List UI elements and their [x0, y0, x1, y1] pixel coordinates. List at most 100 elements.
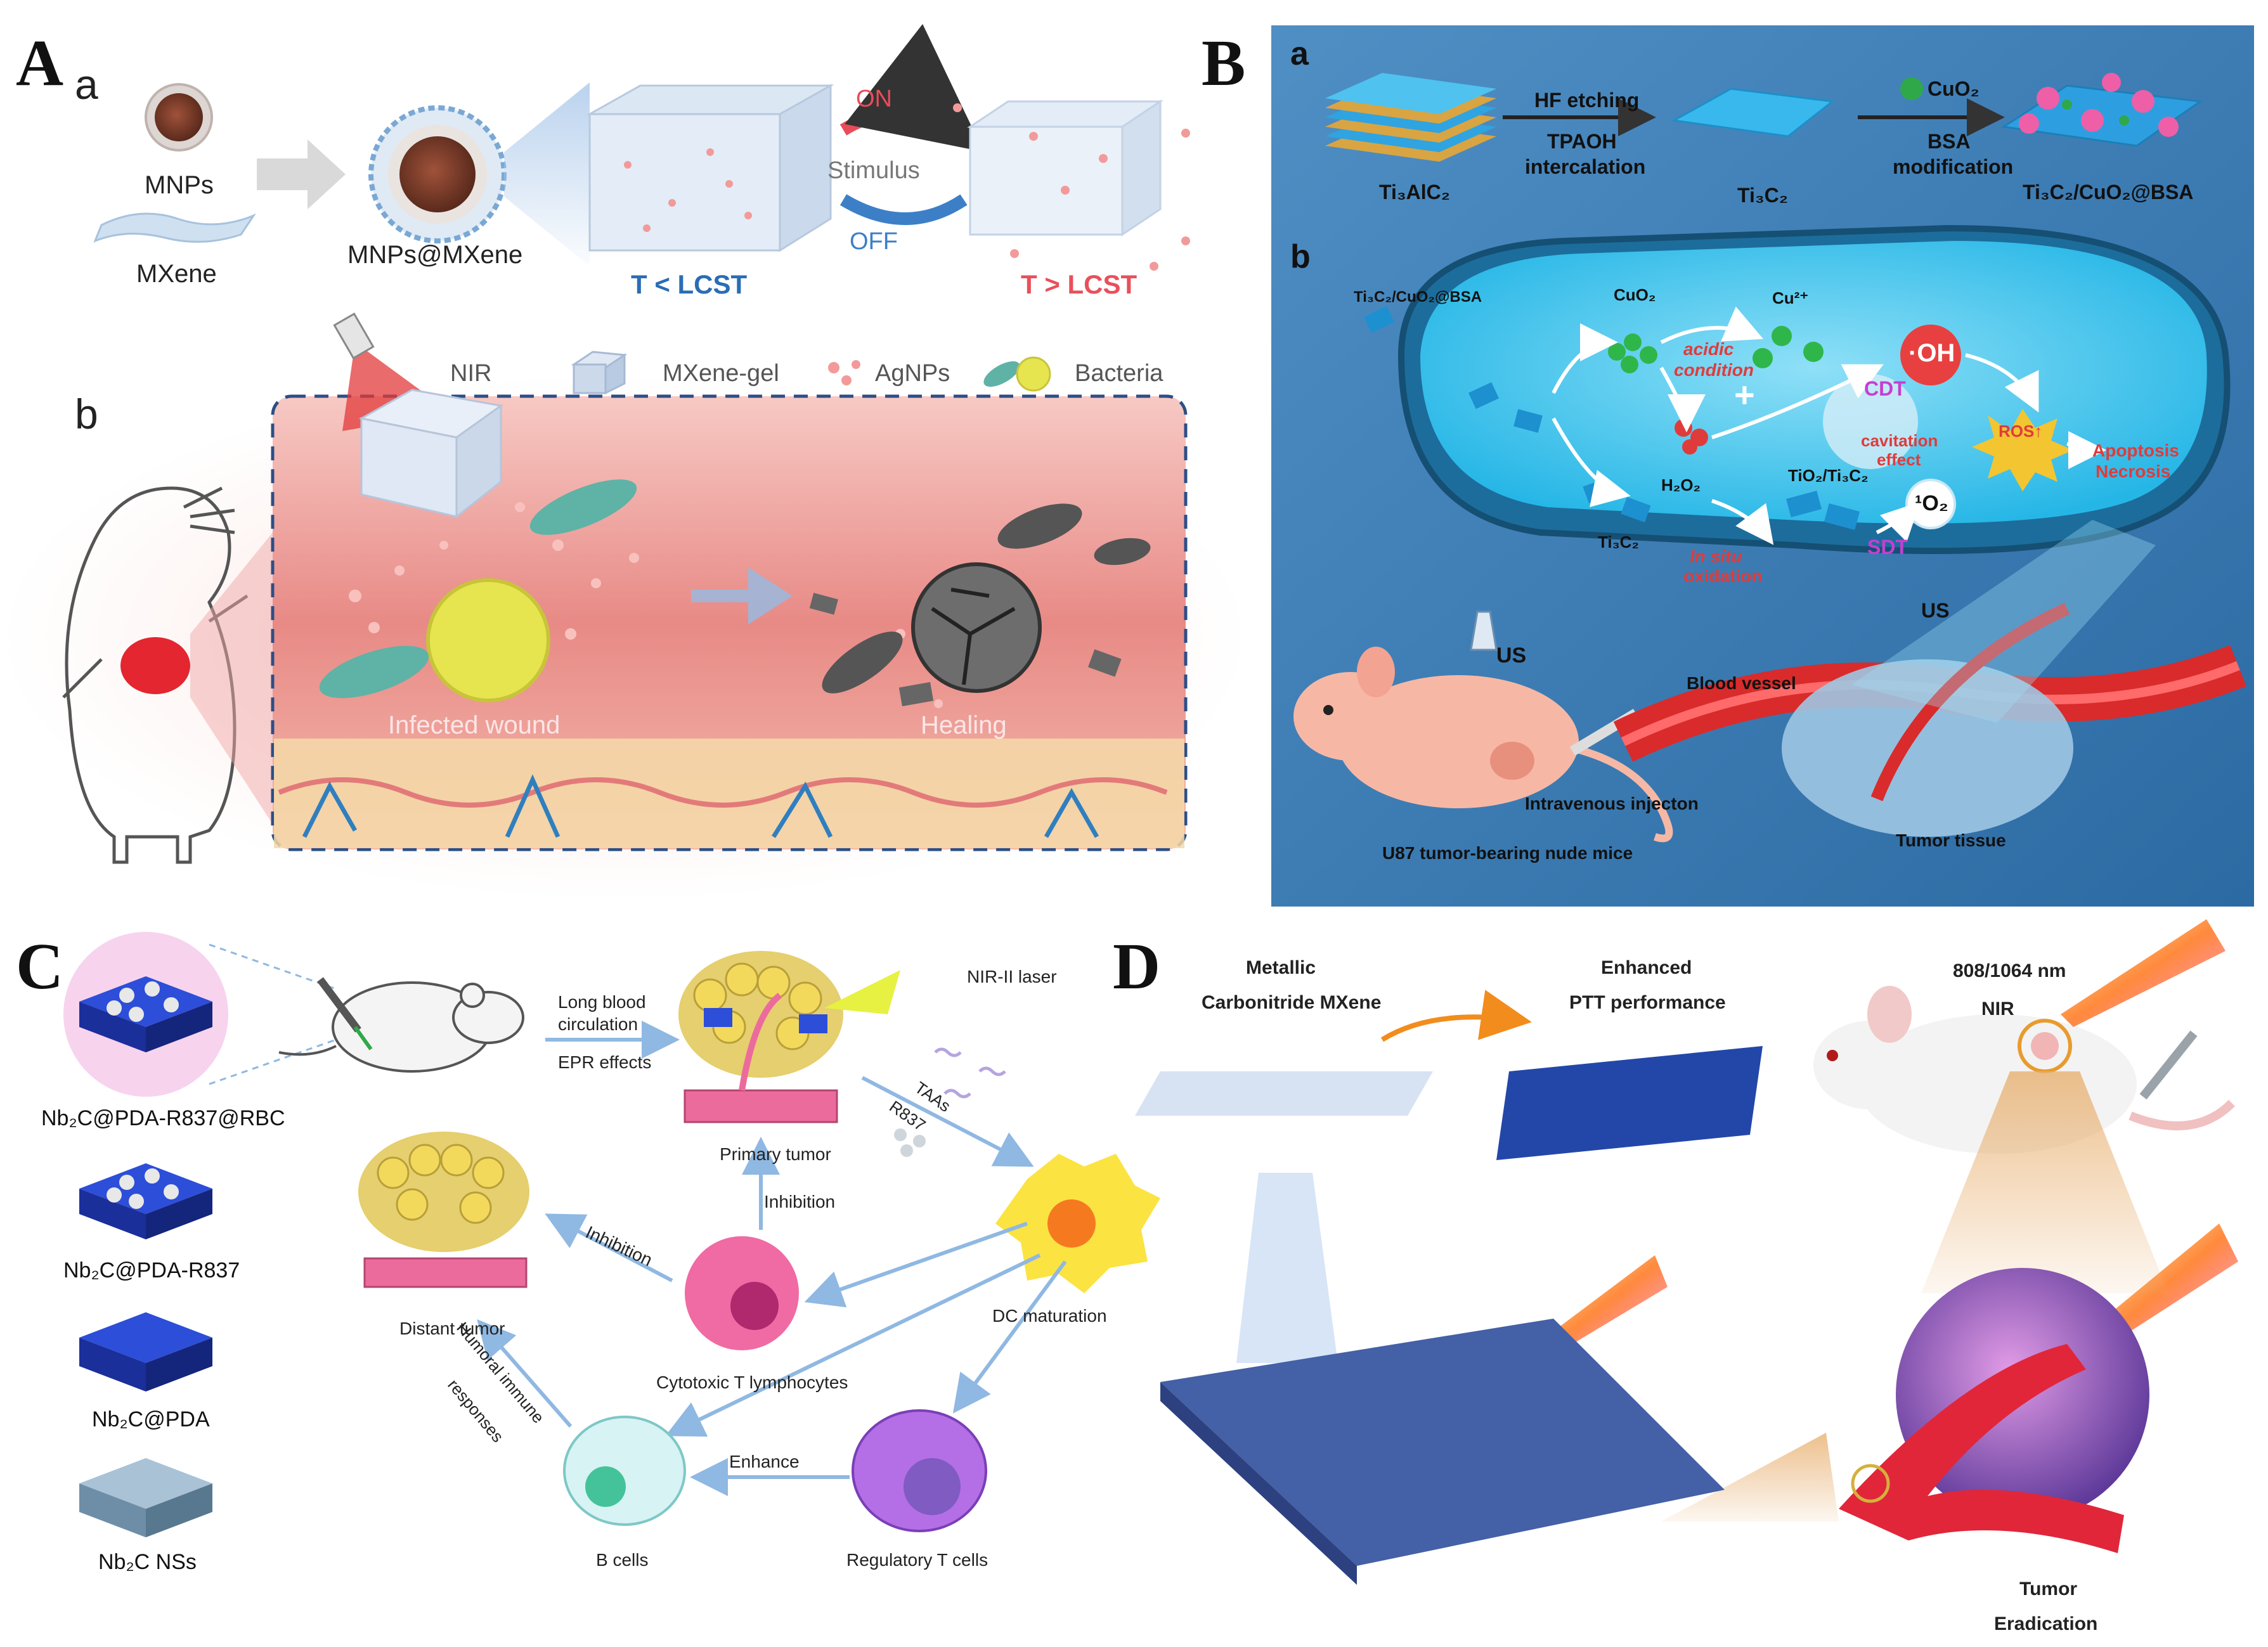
condition-label: condition [1674, 360, 1754, 380]
legend-gel-icon [571, 351, 628, 395]
eradication-label: Eradication [1994, 1613, 2098, 1634]
blood-vessel-label: Blood vessel [1687, 673, 1796, 693]
mnps-mxene-label: MNPs@MXene [347, 241, 523, 269]
iv-label: Intravenous injecton [1525, 794, 1699, 813]
mxene-lattice-small [1135, 1071, 1433, 1116]
ptt-label: PTT performance [1569, 992, 1726, 1013]
grey-arrow [257, 139, 346, 209]
primary-tumor-label: Primary tumor [720, 1144, 831, 1164]
zoom-cone-tumor [1921, 1071, 2168, 1293]
cavitation-label: cavitation [1861, 431, 1938, 450]
legend-ag-label: AgNPs [875, 360, 950, 387]
np3-label: Nb₂C@PDA [92, 1407, 210, 1431]
cuo2-label: CuO₂ [1928, 77, 1980, 100]
effect-label: effect [1877, 450, 1921, 469]
wound-glow [190, 533, 273, 824]
ptt-heatmap [1496, 1046, 1763, 1160]
us-probe [1470, 610, 1498, 651]
dc-label: DC maturation [992, 1306, 1107, 1326]
panel-a [0, 23, 1249, 900]
legend-bacteria-coccus-icon [1016, 356, 1051, 392]
np-block-r837 [79, 1163, 212, 1239]
carbonitride-label: Carbonitride MXene [1202, 992, 1382, 1013]
cuo2-icon [1900, 77, 1923, 100]
white-mouse [278, 981, 524, 1073]
low-temp-label: T < LCST [631, 269, 748, 299]
transition-arrow [691, 567, 793, 624]
mnps-label: MNPs [145, 171, 214, 199]
enhance-arrow [1380, 990, 1532, 1042]
laser-beam-top [2061, 919, 2226, 1027]
panel-a-sub-b: b [75, 391, 98, 437]
cell-ti3c2-label: Ti₃C₂ [1598, 533, 1639, 552]
panel-b-letter: B [1202, 27, 1246, 100]
np-block-rbc [79, 976, 212, 1052]
tumor-label: Tumor [2019, 1579, 2078, 1599]
acidic-label: acidic [1683, 339, 1734, 359]
panel-d [1135, 919, 2238, 1585]
nir-ii-laser [824, 970, 900, 1014]
panel-b-sub-b: b [1290, 238, 1311, 275]
b-cell [563, 1416, 686, 1526]
panel-c-letter: C [16, 930, 64, 1003]
wound-box [271, 394, 1188, 851]
taa-squiggles [934, 1047, 1006, 1099]
gel-piece [358, 389, 503, 519]
inhibition-up-label: Inhibition [764, 1192, 836, 1211]
panel-a-letter: A [16, 27, 64, 100]
h2o2-label: H₂O₂ [1661, 475, 1701, 494]
dc-to-bcell-arrow [665, 1253, 1041, 1437]
dc-to-ctl-arrow [804, 1222, 1028, 1308]
ros-burst [1972, 409, 2073, 491]
dead-coccus [911, 562, 1042, 693]
panel-d-letter: D [1113, 930, 1161, 1003]
cu2-ions [1753, 326, 1824, 368]
product-sheet [2000, 73, 2203, 147]
r837-dots [894, 1128, 926, 1157]
in-situ-label: In situ [1690, 546, 1742, 566]
bsa-label: BSA [1928, 130, 1971, 153]
laser-beam-mid [2111, 1224, 2238, 1331]
legend-bacteria-rod-icon [983, 361, 1020, 387]
panel-b-sub-a: a [1290, 36, 1309, 72]
oh-label: ·OH [1908, 339, 1955, 367]
dead-rod [822, 631, 903, 694]
circulation-label: circulation [558, 1014, 638, 1034]
oxidation-label: oxidation [1683, 566, 1763, 586]
o2-label: ¹O₂ [1915, 491, 1948, 515]
wavelength-label: 808/1064 nm [1953, 960, 2066, 981]
healing-label: Healing [921, 711, 1007, 739]
bacterium-rod [529, 479, 637, 535]
legend-ag-icon [828, 360, 860, 385]
modification-label: modification [1893, 155, 2014, 178]
intercalation-label: intercalation [1525, 155, 1646, 178]
laser-beam-lattice [1553, 1255, 1668, 1344]
to-dc-arrow [861, 1076, 1034, 1167]
off-label: OFF [850, 228, 898, 255]
mxene-sheet [93, 212, 256, 243]
cell-cu2-label: Cu²⁺ [1772, 288, 1809, 307]
panel-b [1271, 25, 2254, 907]
mxene-lattice-large [1160, 1319, 1725, 1566]
off-arrow [839, 194, 968, 225]
sdt-label: SDT [1867, 536, 1908, 559]
tio2-label: TiO₂/Ti₃C₂ [1788, 466, 1869, 485]
on-arrow [839, 23, 984, 152]
distant-tumor-label: Distant tumor [399, 1319, 505, 1338]
stimulus-label: Stimulus [827, 157, 920, 184]
cell-entry-label: Ti₃C₂/CuO₂@BSA [1354, 288, 1482, 306]
mice-label: U87 tumor-bearing nude mice [1382, 843, 1633, 863]
panel-a-sub-a: a [75, 61, 98, 108]
np-block-pda [79, 1312, 212, 1392]
ti3alc2-label: Ti₃AlC₂ [1379, 181, 1450, 203]
ti3c2-sheet [1671, 87, 1835, 138]
ros-label: ROS↑ [1999, 422, 2043, 441]
metallic-label: Metallic [1246, 957, 1316, 978]
oh-radical [1900, 325, 1961, 385]
enhance-label: Enhance [729, 1452, 800, 1471]
tumor-blood-vessel [1839, 1344, 2124, 1553]
on-label: ON [856, 86, 892, 112]
zoom-cone [1851, 520, 2156, 723]
nir-laser-head [333, 312, 375, 360]
syringe [317, 977, 361, 1033]
